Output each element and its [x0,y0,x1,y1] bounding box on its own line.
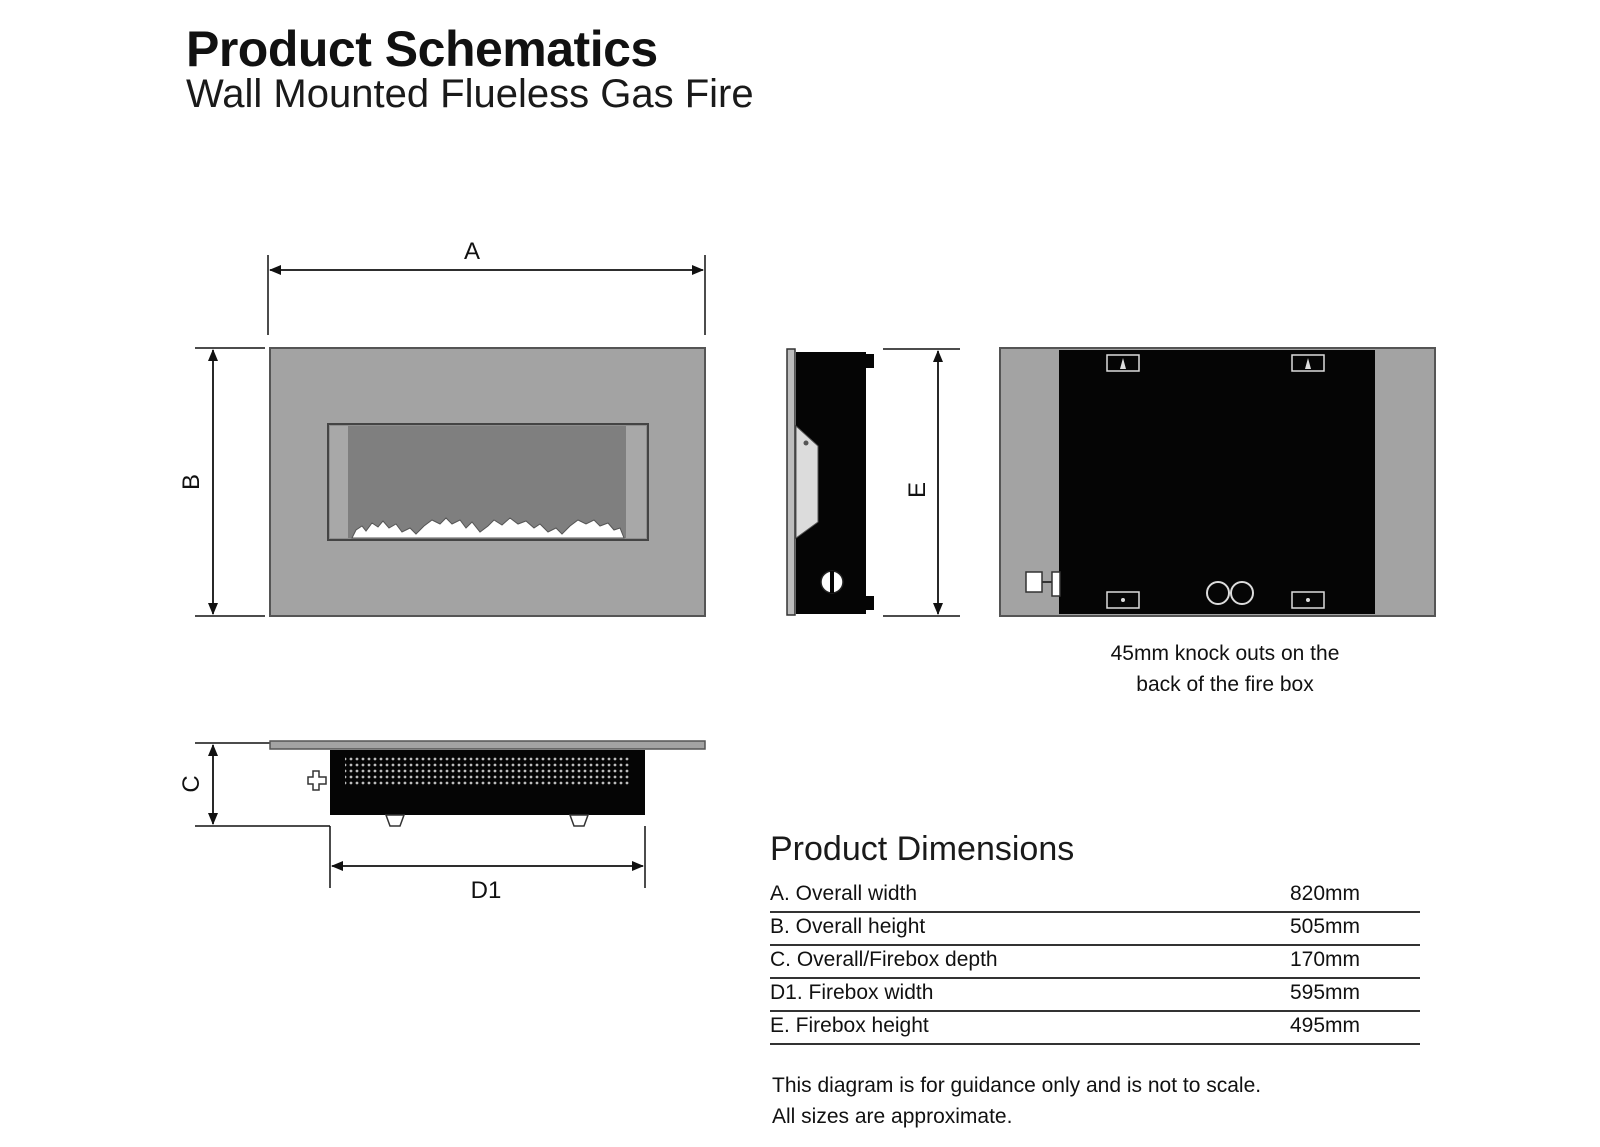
dimension-label: E. Firebox height [770,1014,929,1037]
page-subtitle: Wall Mounted Flueless Gas Fire [186,72,754,116]
gas-connector-icon [307,770,327,791]
side-view: E [786,348,960,617]
front-view: A B [178,238,706,617]
dimension-label: D1. Firebox width [770,981,934,1004]
dimension-value: 505mm [1290,915,1361,938]
dim-c-label: C [178,775,205,792]
dim-a-label: A [464,238,480,265]
dimension-value: 495mm [1290,1014,1361,1037]
dimension-row: A. Overall width 820mm [770,880,1420,913]
dimension-label: A. Overall width [770,882,918,905]
dimension-row: D1. Firebox width 595mm [770,979,1420,1012]
knockout-icon [1230,581,1254,605]
side-bracket-top [866,354,874,368]
dimension-label: B. Overall height [770,915,926,938]
back-firebox [1059,350,1375,614]
dimension-row: E. Firebox height 495mm [770,1012,1420,1045]
dimension-row: C. Overall/Firebox depth 170mm [770,946,1420,979]
page-title: Product Schematics [186,21,658,77]
firebox-side-left [330,426,348,538]
dimensions-title: Product Dimensions [770,830,1075,868]
firebox-side-right [626,426,646,538]
dimension-value: 820mm [1290,882,1361,905]
top-vent-grille [345,756,630,786]
side-fascia [786,348,796,616]
side-bracket-bottom [866,596,874,610]
valve-connector-icon [1025,571,1043,593]
disclaimer: This diagram is for guidance only and is… [772,1070,1261,1132]
knockout-note-line2: back of the fire box [1136,673,1314,696]
top-view: C D1 [178,740,706,904]
dimensions-table: A. Overall width 820mm B. Overall height… [770,880,1420,1045]
pebble-bed [351,517,625,539]
disclaimer-line1: This diagram is for guidance only and is… [772,1074,1262,1097]
foot-left [384,814,406,827]
back-view [999,347,1436,617]
dimension-label: C. Overall/Firebox depth [770,948,998,971]
dim-b-label: B [178,474,205,490]
dim-e-label: E [904,482,931,498]
dimension-row: B. Overall height 505mm [770,913,1420,946]
top-fascia [269,740,706,750]
knockout-note: 45mm knock outs on the back of the fire … [1075,638,1375,700]
knockout-icon [1206,581,1230,605]
foot-right [568,814,590,827]
side-burner-plate [795,424,819,539]
dim-d1-label: D1 [471,877,502,904]
dimension-value: 595mm [1290,981,1361,1004]
firebox-glass [348,426,626,538]
knockout-note-line1: 45mm knock outs on the [1110,642,1340,665]
dimension-value: 170mm [1290,948,1361,971]
disclaimer-line2: All sizes are approximate. [772,1105,1013,1128]
